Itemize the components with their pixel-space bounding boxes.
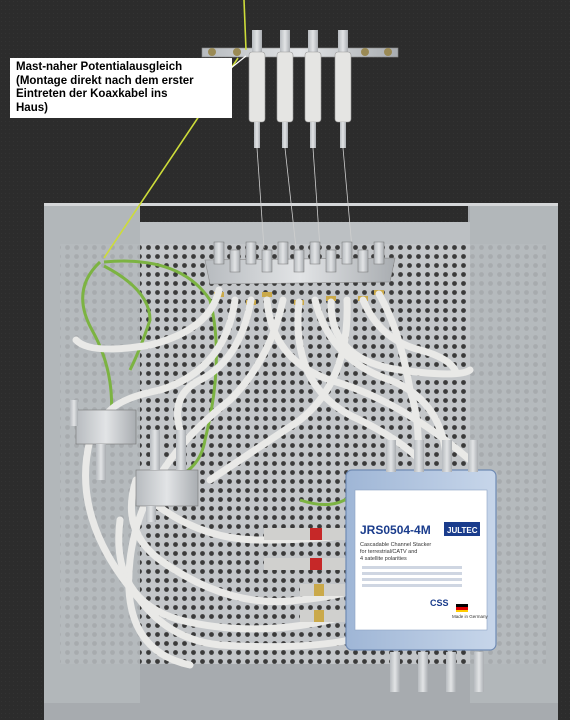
surge-protectors bbox=[248, 30, 352, 148]
callout-line-2: (Montage direkt nach dem erster bbox=[16, 74, 194, 87]
switch-made-label: Made in Germany bbox=[452, 614, 489, 619]
splitter-left bbox=[70, 400, 137, 480]
guide-lines bbox=[256, 147, 353, 249]
splitter-right bbox=[135, 430, 199, 522]
grounding-rail bbox=[201, 47, 399, 58]
multiswitch: JRS0504-4M JULTEC Cascadable Channel Sta… bbox=[345, 440, 497, 692]
switch-cert-label: CSS bbox=[430, 598, 449, 608]
callout-line-4: Haus) bbox=[16, 101, 48, 114]
coax-cables bbox=[72, 286, 474, 669]
annotation-callout: Mast-naher Potentialausgleich (Montage d… bbox=[10, 58, 232, 118]
callout-line-1: Mast-naher Potentialausgleich bbox=[16, 61, 183, 73]
switch-desc-1: Cascadable Channel Stacker bbox=[360, 542, 431, 548]
cable-connectors bbox=[264, 455, 478, 622]
callout-line-3: Eintreten der Koaxkabel ins bbox=[16, 88, 168, 100]
switch-desc-3: 4 satellite polarities bbox=[360, 556, 407, 562]
switch-desc-2: for terrestrial/CATV and bbox=[360, 549, 417, 555]
switch-brand-label: JULTEC bbox=[447, 526, 478, 535]
switch-model-label: JRS0504-4M bbox=[360, 523, 431, 537]
